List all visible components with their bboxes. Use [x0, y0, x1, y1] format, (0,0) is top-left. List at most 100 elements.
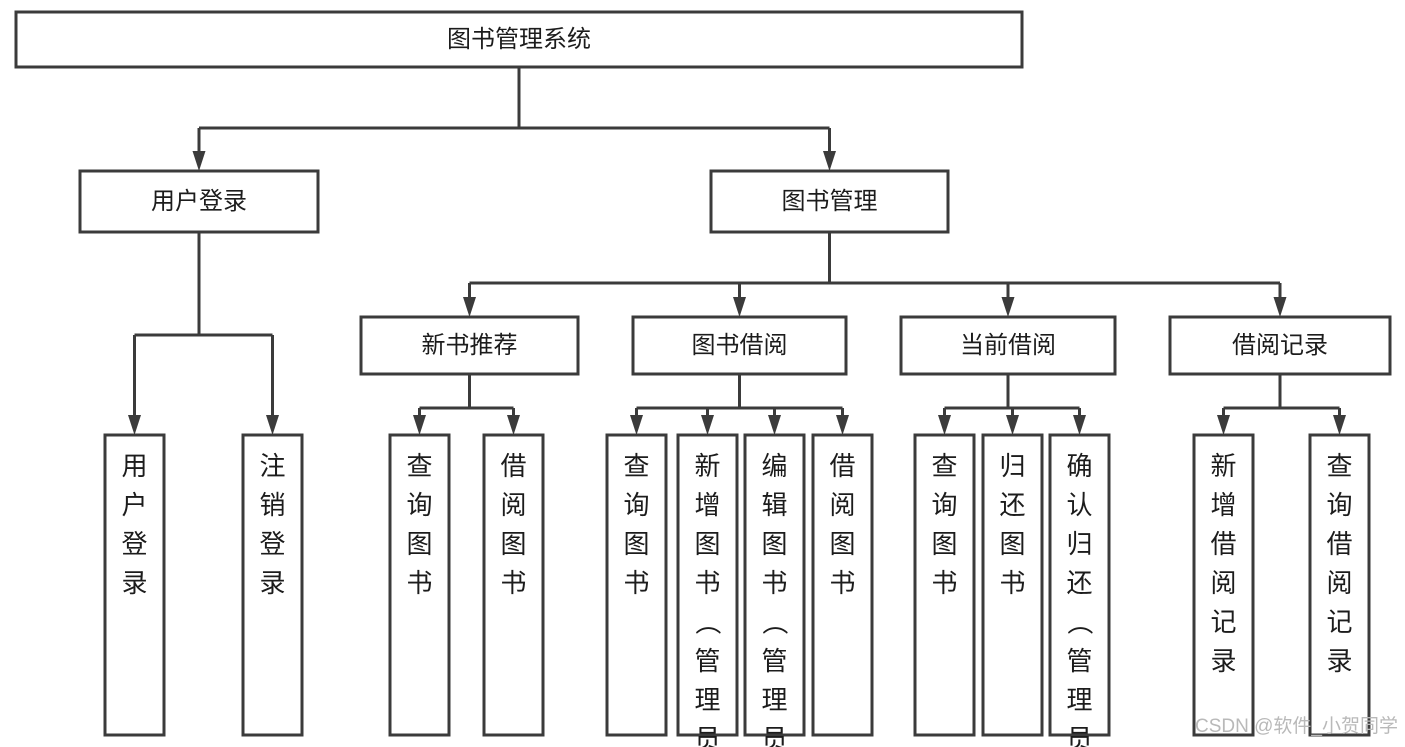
node-box — [14, 10, 1024, 69]
node-box — [811, 433, 874, 737]
node-label-char: 图 — [999, 529, 1025, 559]
node-label-char: 编 — [761, 451, 787, 481]
node-label-char: 阅 — [1210, 568, 1236, 598]
node-box — [1308, 433, 1371, 737]
node-label-char: 录 — [121, 568, 147, 598]
node-new-book-recommend[interactable]: 新书推荐 — [359, 315, 580, 376]
node-label-char: 录 — [1326, 646, 1352, 676]
node-box — [605, 433, 668, 737]
node-label-char: 管 — [694, 646, 720, 676]
node-label-char: 增 — [1210, 490, 1236, 520]
node-label: 当前借阅 — [960, 332, 1056, 359]
node-label-char: 管 — [1066, 646, 1092, 676]
node-box — [1168, 315, 1392, 376]
node-label-char: 还 — [999, 490, 1025, 520]
node-label-char: 书 — [500, 568, 526, 598]
node-label-char: 用 — [121, 451, 147, 481]
nodes-layer: 图书管理系统用户登录图书管理新书推荐图书借阅当前借阅借阅记录用户登录注销登录查询… — [14, 10, 1392, 747]
node-label-char: 询 — [1326, 490, 1352, 520]
node-box — [743, 433, 806, 737]
node-box — [1192, 433, 1255, 737]
node-label: 借阅记录 — [1232, 332, 1328, 359]
node-label-char: 书 — [761, 568, 787, 598]
node-label-char: 员 — [1066, 724, 1092, 747]
node-label-char: 登 — [121, 529, 147, 559]
node-label-char: 新 — [1210, 451, 1236, 481]
node-label-char: 借 — [829, 451, 855, 481]
node-book-borrow[interactable]: 图书借阅 — [631, 315, 848, 376]
node-label-char: 阅 — [1326, 568, 1352, 598]
node-label-char: 书 — [406, 568, 432, 598]
node-label-char: 查 — [1326, 451, 1352, 481]
node-box — [913, 433, 976, 737]
node-label-char: 阅 — [829, 490, 855, 520]
node-box — [709, 169, 950, 234]
node-label-char: 图 — [931, 529, 957, 559]
node-box — [1048, 433, 1111, 737]
node-label-char: 书 — [999, 568, 1025, 598]
node-label-char: 记 — [1326, 607, 1352, 637]
node-label: 用户登录 — [151, 188, 247, 215]
node-label-char: 归 — [1066, 529, 1092, 559]
watermark: CSDN @软件_小贺同学 — [1195, 715, 1398, 737]
node-label: 新书推荐 — [422, 332, 518, 359]
node-label-char: 记 — [1210, 607, 1236, 637]
node-label-char: 销 — [259, 490, 285, 520]
node-label-char: 理 — [694, 685, 720, 715]
node-box — [676, 433, 739, 737]
node-label-char: 图 — [623, 529, 649, 559]
node-label-char: 员 — [761, 724, 787, 747]
node-current-borrow[interactable]: 当前借阅 — [899, 315, 1117, 376]
node-leaf-user-login[interactable]: 用户登录 — [103, 433, 166, 737]
node-user-login[interactable]: 用户登录 — [78, 169, 320, 234]
node-label-char: 借 — [1326, 529, 1352, 559]
node-box — [981, 433, 1044, 737]
node-label: 图书管理 — [782, 188, 878, 215]
node-label-char: 户 — [121, 490, 147, 520]
node-label-char: 确 — [1066, 451, 1092, 481]
node-label-char: 图 — [829, 529, 855, 559]
node-label-char: 书 — [829, 568, 855, 598]
node-label-char: 阅 — [500, 490, 526, 520]
node-label-char: 管 — [761, 646, 787, 676]
node-label-char: 书 — [931, 568, 957, 598]
node-borrow-record[interactable]: 借阅记录 — [1168, 315, 1392, 376]
node-label-char: 借 — [1210, 529, 1236, 559]
node-label-char: 询 — [406, 490, 432, 520]
node-label-char: 询 — [623, 490, 649, 520]
node-box — [482, 433, 545, 737]
node-box — [241, 433, 304, 737]
node-label-char: 录 — [259, 568, 285, 598]
node-box — [78, 169, 320, 234]
node-label-char: 增 — [694, 490, 720, 520]
node-label-char: 登 — [259, 529, 285, 559]
node-label-char: （ — [760, 609, 790, 635]
node-book-manage[interactable]: 图书管理 — [709, 169, 950, 234]
node-root[interactable]: 图书管理系统 — [14, 10, 1024, 69]
node-label-char: 图 — [406, 529, 432, 559]
node-label-char: 书 — [694, 568, 720, 598]
node-label-char: 新 — [694, 451, 720, 481]
node-label-char: 查 — [623, 451, 649, 481]
node-label-char: 辑 — [761, 490, 787, 520]
node-label-char: 归 — [999, 451, 1025, 481]
node-label-char: 录 — [1210, 646, 1236, 676]
node-label-char: 认 — [1066, 490, 1092, 520]
node-label-char: 理 — [761, 685, 787, 715]
node-label-char: 询 — [931, 490, 957, 520]
edges-layer — [128, 67, 1346, 435]
